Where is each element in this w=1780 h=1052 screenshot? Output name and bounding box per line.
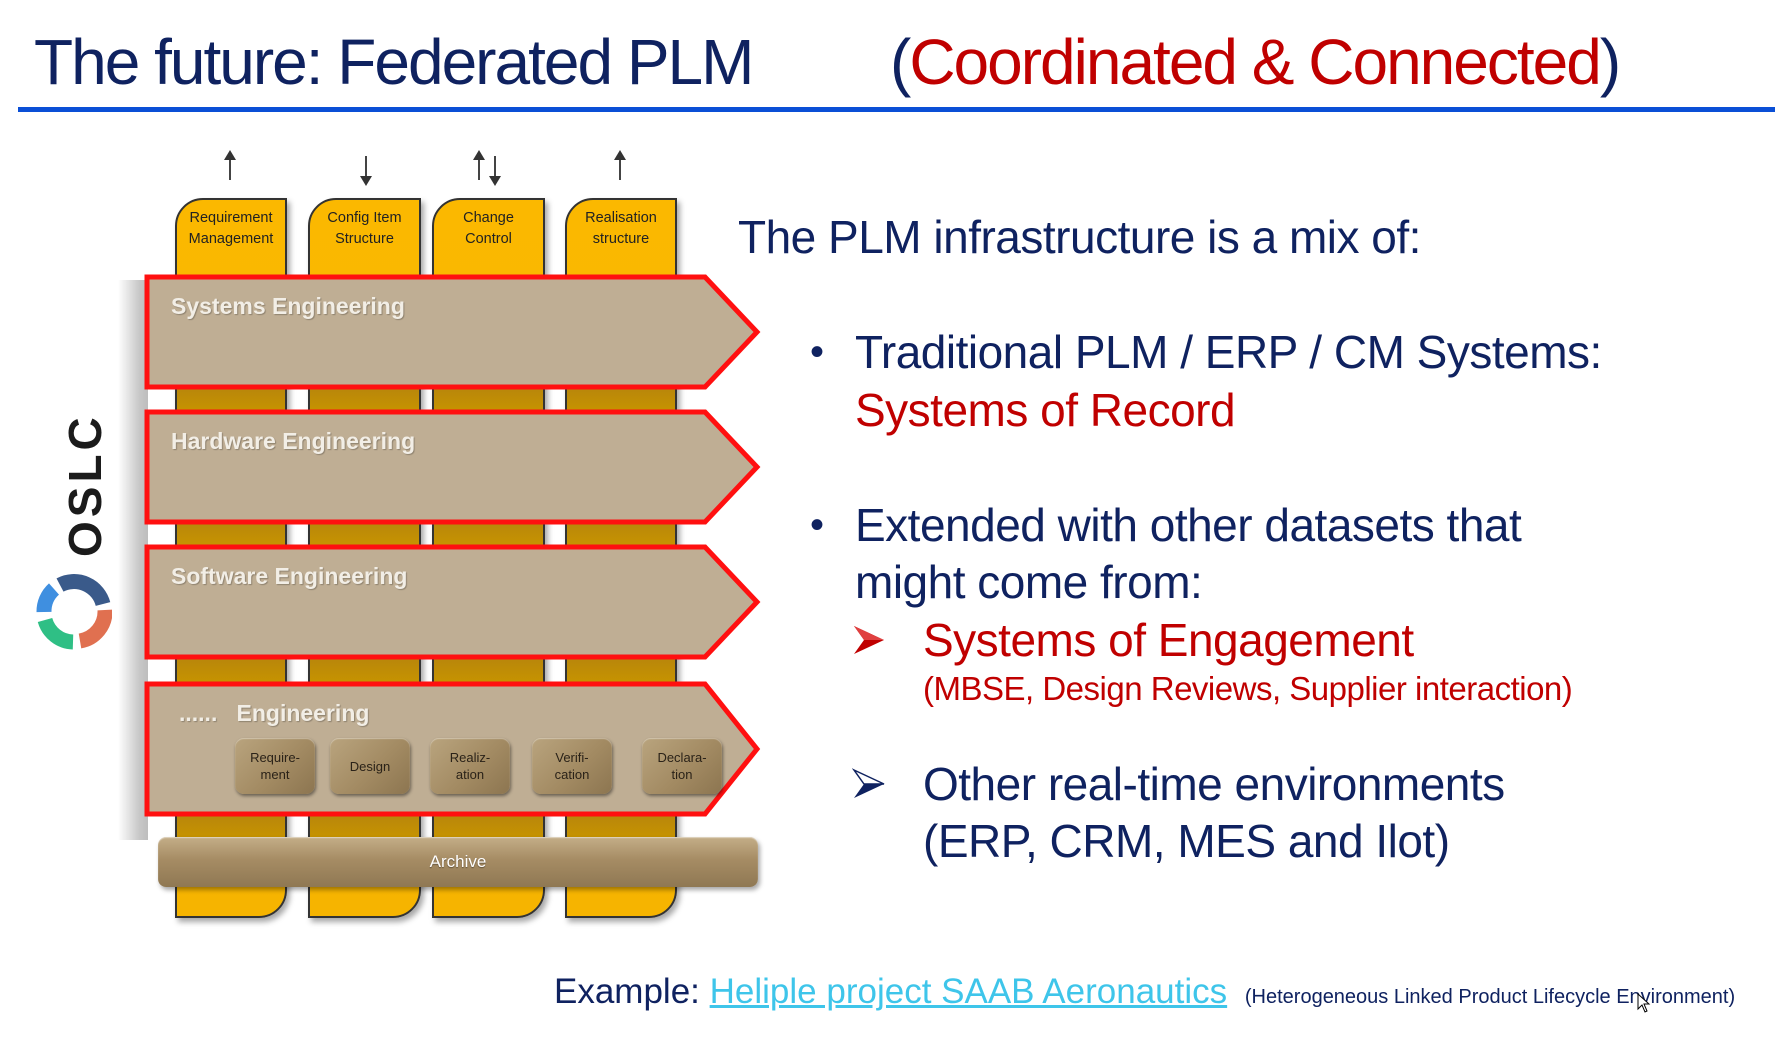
band-label: Hardware Engineering [171, 428, 416, 454]
column-label-line: Requirement [189, 210, 273, 226]
band-label: Systems Engineering [171, 293, 405, 319]
mouse-cursor-icon [1637, 993, 1651, 1013]
column-label: Realisation structure [567, 208, 675, 250]
bullet2-line1: Extended with other datasets that [855, 499, 1522, 551]
bullet-icon: • [810, 330, 825, 374]
example-line: Example: Heliple project SAAB Aeronautic… [554, 972, 1735, 1012]
subtitle-highlight: Coordinated & Connected [909, 26, 1601, 98]
slide-subtitle: (Coordinated & Connected) [890, 24, 1621, 100]
intro-text: The PLM infrastructure is a mix of: [738, 211, 1421, 263]
archive-bar: Archive [158, 837, 758, 887]
oslc-logo-icon [36, 574, 112, 650]
arrow-down-icon [360, 156, 372, 186]
slide-title: The future: Federated PLM [34, 26, 754, 98]
title-divider [18, 107, 1775, 112]
band-systems-engineering: Systems Engineering [144, 274, 761, 390]
column-label-line: Management [188, 231, 274, 247]
column-label-line: Change [463, 210, 514, 226]
arrow-up-icon [224, 150, 236, 180]
band-label: ...... Engineering [179, 700, 370, 726]
column-label-line: Structure [335, 231, 394, 247]
band-shape [144, 274, 761, 390]
arrow-up-icon [614, 150, 626, 180]
step-requirement: Require- ment [235, 738, 315, 794]
band-hardware-engineering: Hardware Engineering [144, 409, 761, 525]
example-label: Example: [554, 972, 700, 1011]
band-shape [144, 544, 761, 660]
arrowhead-bullet-icon [852, 768, 885, 798]
step-declaration: Declara- tion [642, 738, 722, 794]
diagram-shadow [118, 280, 148, 840]
band-shape [144, 409, 761, 525]
subtitle-close-paren: ) [1599, 26, 1621, 98]
sub2-line1: Other real-time environments [923, 758, 1505, 810]
heliple-project-link[interactable]: Heliple project SAAB Aeronautics [709, 972, 1228, 1011]
band-other-engineering: ...... Engineering Require- ment Design … [144, 681, 761, 817]
sub1-note: (MBSE, Design Reviews, Supplier interact… [923, 670, 1573, 707]
column-label-line: Control [465, 231, 512, 247]
band-label: Software Engineering [171, 563, 408, 589]
bullet1-line1: Traditional PLM / ERP / CM Systems: [855, 326, 1602, 378]
bullet1-line2: Systems of Record [855, 384, 1236, 436]
column-label-line: structure [592, 231, 650, 247]
arrow-down-icon [489, 156, 501, 186]
column-label-line: Config Item [327, 210, 402, 226]
step-design: Design [330, 738, 410, 794]
subtitle-open-paren: ( [890, 26, 911, 98]
sub2-line2: (ERP, CRM, MES and Ilot) [923, 815, 1450, 867]
bullet2-line2: might come from: [855, 556, 1203, 608]
example-note: (Heterogeneous Linked Product Lifecycle … [1244, 986, 1736, 1008]
step-verification: Verifi- cation [532, 738, 612, 794]
step-realization: Realiz- ation [430, 738, 510, 794]
arrowhead-bullet-icon [854, 626, 884, 654]
column-label-line: Realisation [585, 210, 657, 226]
bullet-icon: • [810, 503, 825, 547]
band-software-engineering: Software Engineering [144, 544, 761, 660]
arrow-up-icon [473, 150, 485, 180]
oslc-wordmark: OSLC [59, 413, 111, 557]
sub1-title: Systems of Engagement [923, 614, 1414, 666]
